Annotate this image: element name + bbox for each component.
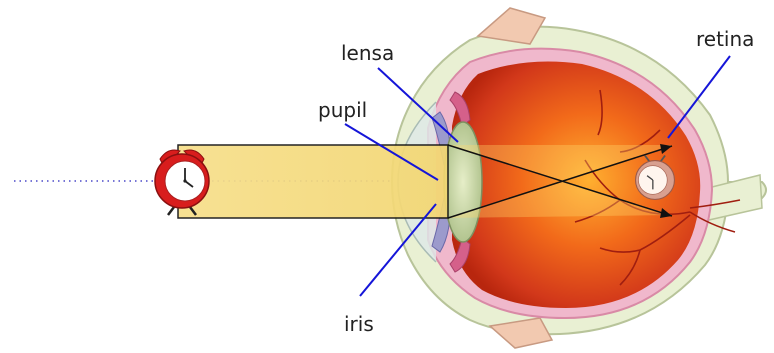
light-beam <box>178 145 448 218</box>
label-iris: iris <box>344 312 374 336</box>
label-pupil: pupil <box>318 98 367 122</box>
lens <box>444 122 482 242</box>
label-lensa: lensa <box>341 41 394 65</box>
label-retina: retina <box>696 27 754 51</box>
